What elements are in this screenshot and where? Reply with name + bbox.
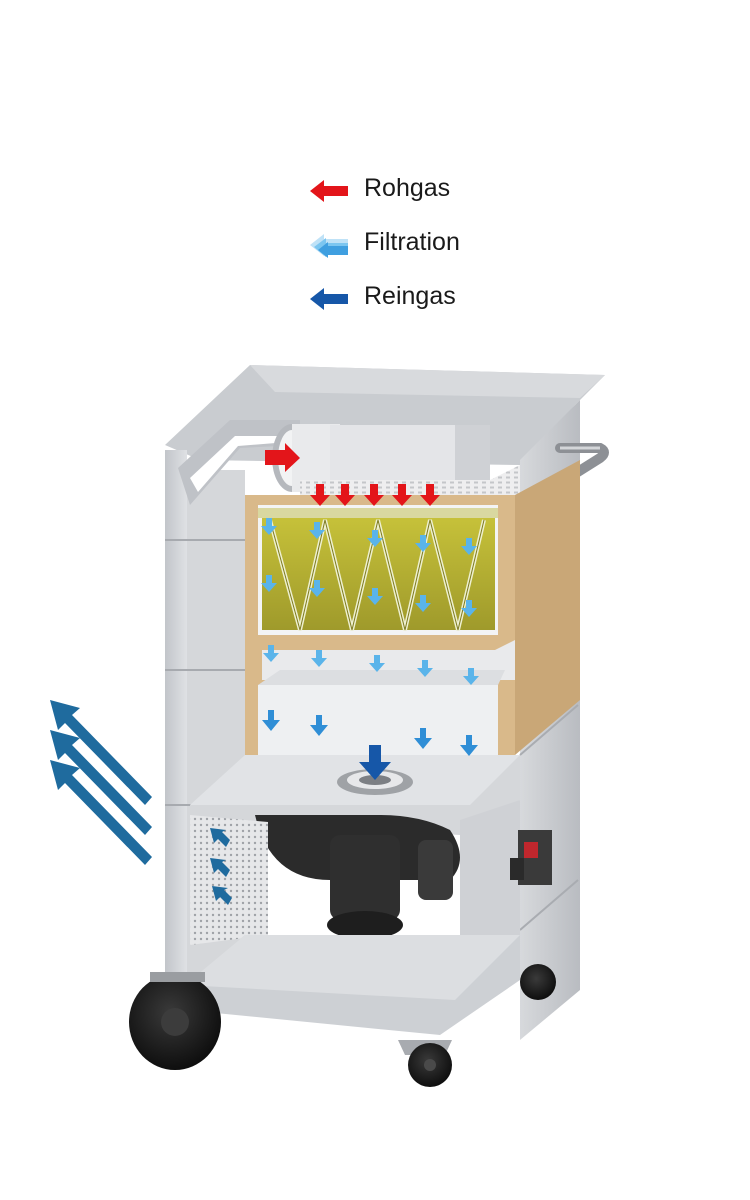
bottom-platform bbox=[165, 935, 520, 1035]
red-arrow-icon bbox=[310, 180, 348, 202]
dark-blue-arrow-icon bbox=[310, 288, 348, 310]
front-right-caster bbox=[398, 1040, 452, 1087]
reingas-arrow bbox=[359, 745, 391, 780]
light-blue-arrow-icon bbox=[310, 234, 348, 258]
fan-motor bbox=[255, 815, 460, 939]
legend-item-rohgas: Rohgas bbox=[308, 170, 568, 224]
intake-grille bbox=[190, 815, 268, 945]
legend-label: Filtration bbox=[364, 228, 460, 256]
rohgas-inlet-arrow bbox=[265, 443, 300, 472]
right-handle bbox=[555, 443, 609, 485]
pleated-filter bbox=[258, 508, 498, 631]
filtration-arrows bbox=[261, 518, 479, 756]
rear-right-caster bbox=[520, 964, 556, 1000]
rohgas-arrows bbox=[265, 443, 440, 506]
upper-duct bbox=[300, 425, 520, 500]
grille-exhaust-arrows bbox=[210, 828, 232, 905]
rohgas-down-arrows bbox=[310, 484, 440, 506]
exhaust-arrows bbox=[50, 700, 152, 865]
legend-item-reingas: Reingas bbox=[308, 278, 568, 332]
secondary-filter bbox=[258, 640, 515, 755]
legend-label: Rohgas bbox=[364, 174, 451, 202]
front-left-wheel bbox=[129, 972, 221, 1070]
legend-item-filtration: Filtration bbox=[308, 224, 568, 278]
legend-label: Reingas bbox=[364, 282, 456, 310]
legend: Rohgas Filtration Reingas bbox=[308, 170, 568, 332]
lower-cabinet bbox=[460, 800, 552, 935]
